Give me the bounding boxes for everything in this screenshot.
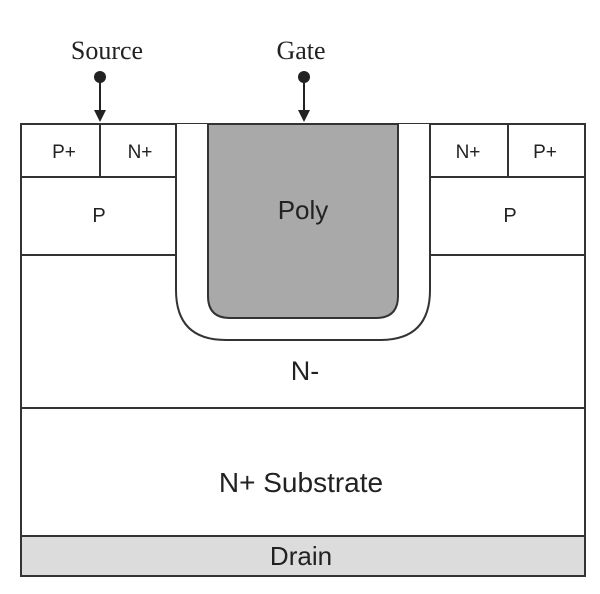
n-plus-right-label: N+: [456, 142, 481, 163]
p-left-label: P: [92, 205, 105, 227]
source-arrow-icon: [94, 110, 106, 122]
p-plus-right-label: P+: [533, 142, 557, 163]
p-plus-left-label: P+: [52, 142, 76, 163]
gate-arrow-icon: [298, 110, 310, 122]
poly-gate: [207, 123, 399, 319]
drain-region: [20, 535, 586, 577]
poly-label: Poly: [278, 195, 329, 225]
drain-label: Drain: [270, 541, 332, 571]
n-plus-substrate-label: N+ Substrate: [219, 467, 383, 498]
p-right-label: P: [503, 205, 516, 227]
n-minus-label: N-: [291, 356, 320, 386]
source-label: Source: [71, 36, 143, 65]
n-plus-left-label: N+: [128, 142, 153, 163]
gate-label: Gate: [276, 36, 325, 65]
